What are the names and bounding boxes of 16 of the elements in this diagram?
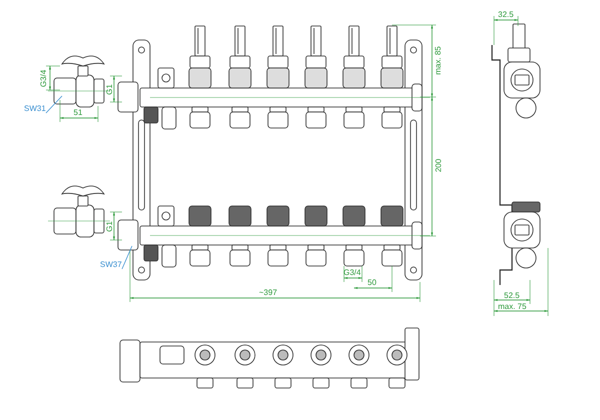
dimension-label: 200 — [434, 158, 443, 172]
dimension-label: G1 — [104, 84, 114, 94]
dimension-label: 51 — [74, 108, 82, 116]
dimension-label: 32.5 — [498, 10, 514, 18]
dimension-label: G3/4 — [344, 268, 361, 276]
dimension-label: ~397 — [259, 288, 278, 296]
dimension-label: 52.5 — [504, 290, 520, 300]
dimension-label: G1 — [104, 220, 114, 232]
dimension-label: 50 — [368, 278, 376, 286]
dimension-label: max. 75 — [498, 302, 526, 310]
callout-label: SW31 — [24, 104, 46, 113]
callout-label: SW37 — [100, 260, 122, 269]
leader-line — [46, 96, 62, 114]
leader-line — [122, 246, 132, 270]
dimension-label: G3/4 — [38, 69, 48, 87]
dimension-label: max. 85 — [434, 46, 443, 74]
